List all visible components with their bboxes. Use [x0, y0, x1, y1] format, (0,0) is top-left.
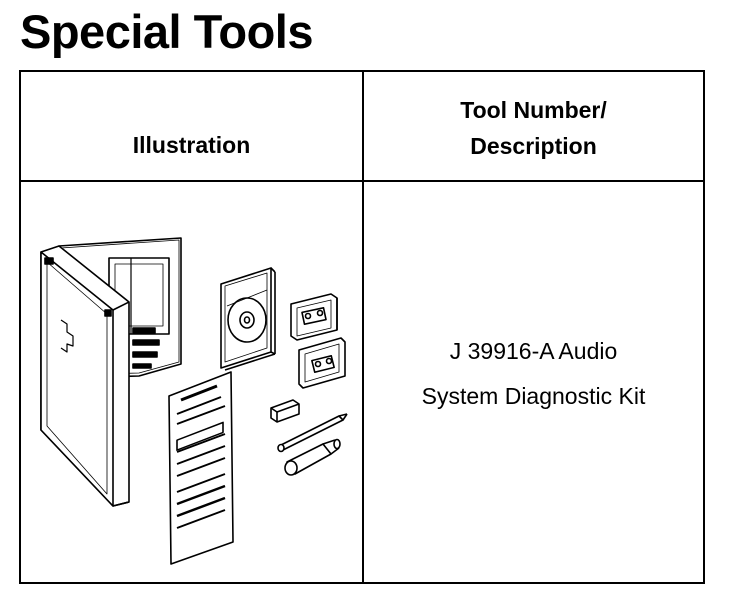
table-bottom-border [19, 582, 705, 584]
header-illustration-label: Illustration [132, 132, 251, 158]
special-tools-table: Illustration Tool Number/ Description [19, 70, 705, 584]
tool-description-line2: System Diagnostic Kit [421, 383, 646, 409]
header-tool-number-description: Tool Number/ Description [364, 72, 703, 180]
header-row-divider [21, 180, 703, 182]
header-description-line1: Tool Number/ [460, 97, 607, 123]
header-description-line2: Description [470, 133, 597, 159]
table-row-illustration-cell [21, 182, 362, 584]
page-title: Special Tools [20, 5, 314, 58]
audio-system-diagnostic-kit-illustration [40, 237, 348, 565]
header-illustration: Illustration [21, 72, 362, 180]
table-row-description-cell: J 39916-A Audio System Diagnostic Kit [364, 182, 703, 584]
tool-description-line1: J 39916-A Audio [449, 338, 618, 364]
column-divider [362, 72, 364, 584]
